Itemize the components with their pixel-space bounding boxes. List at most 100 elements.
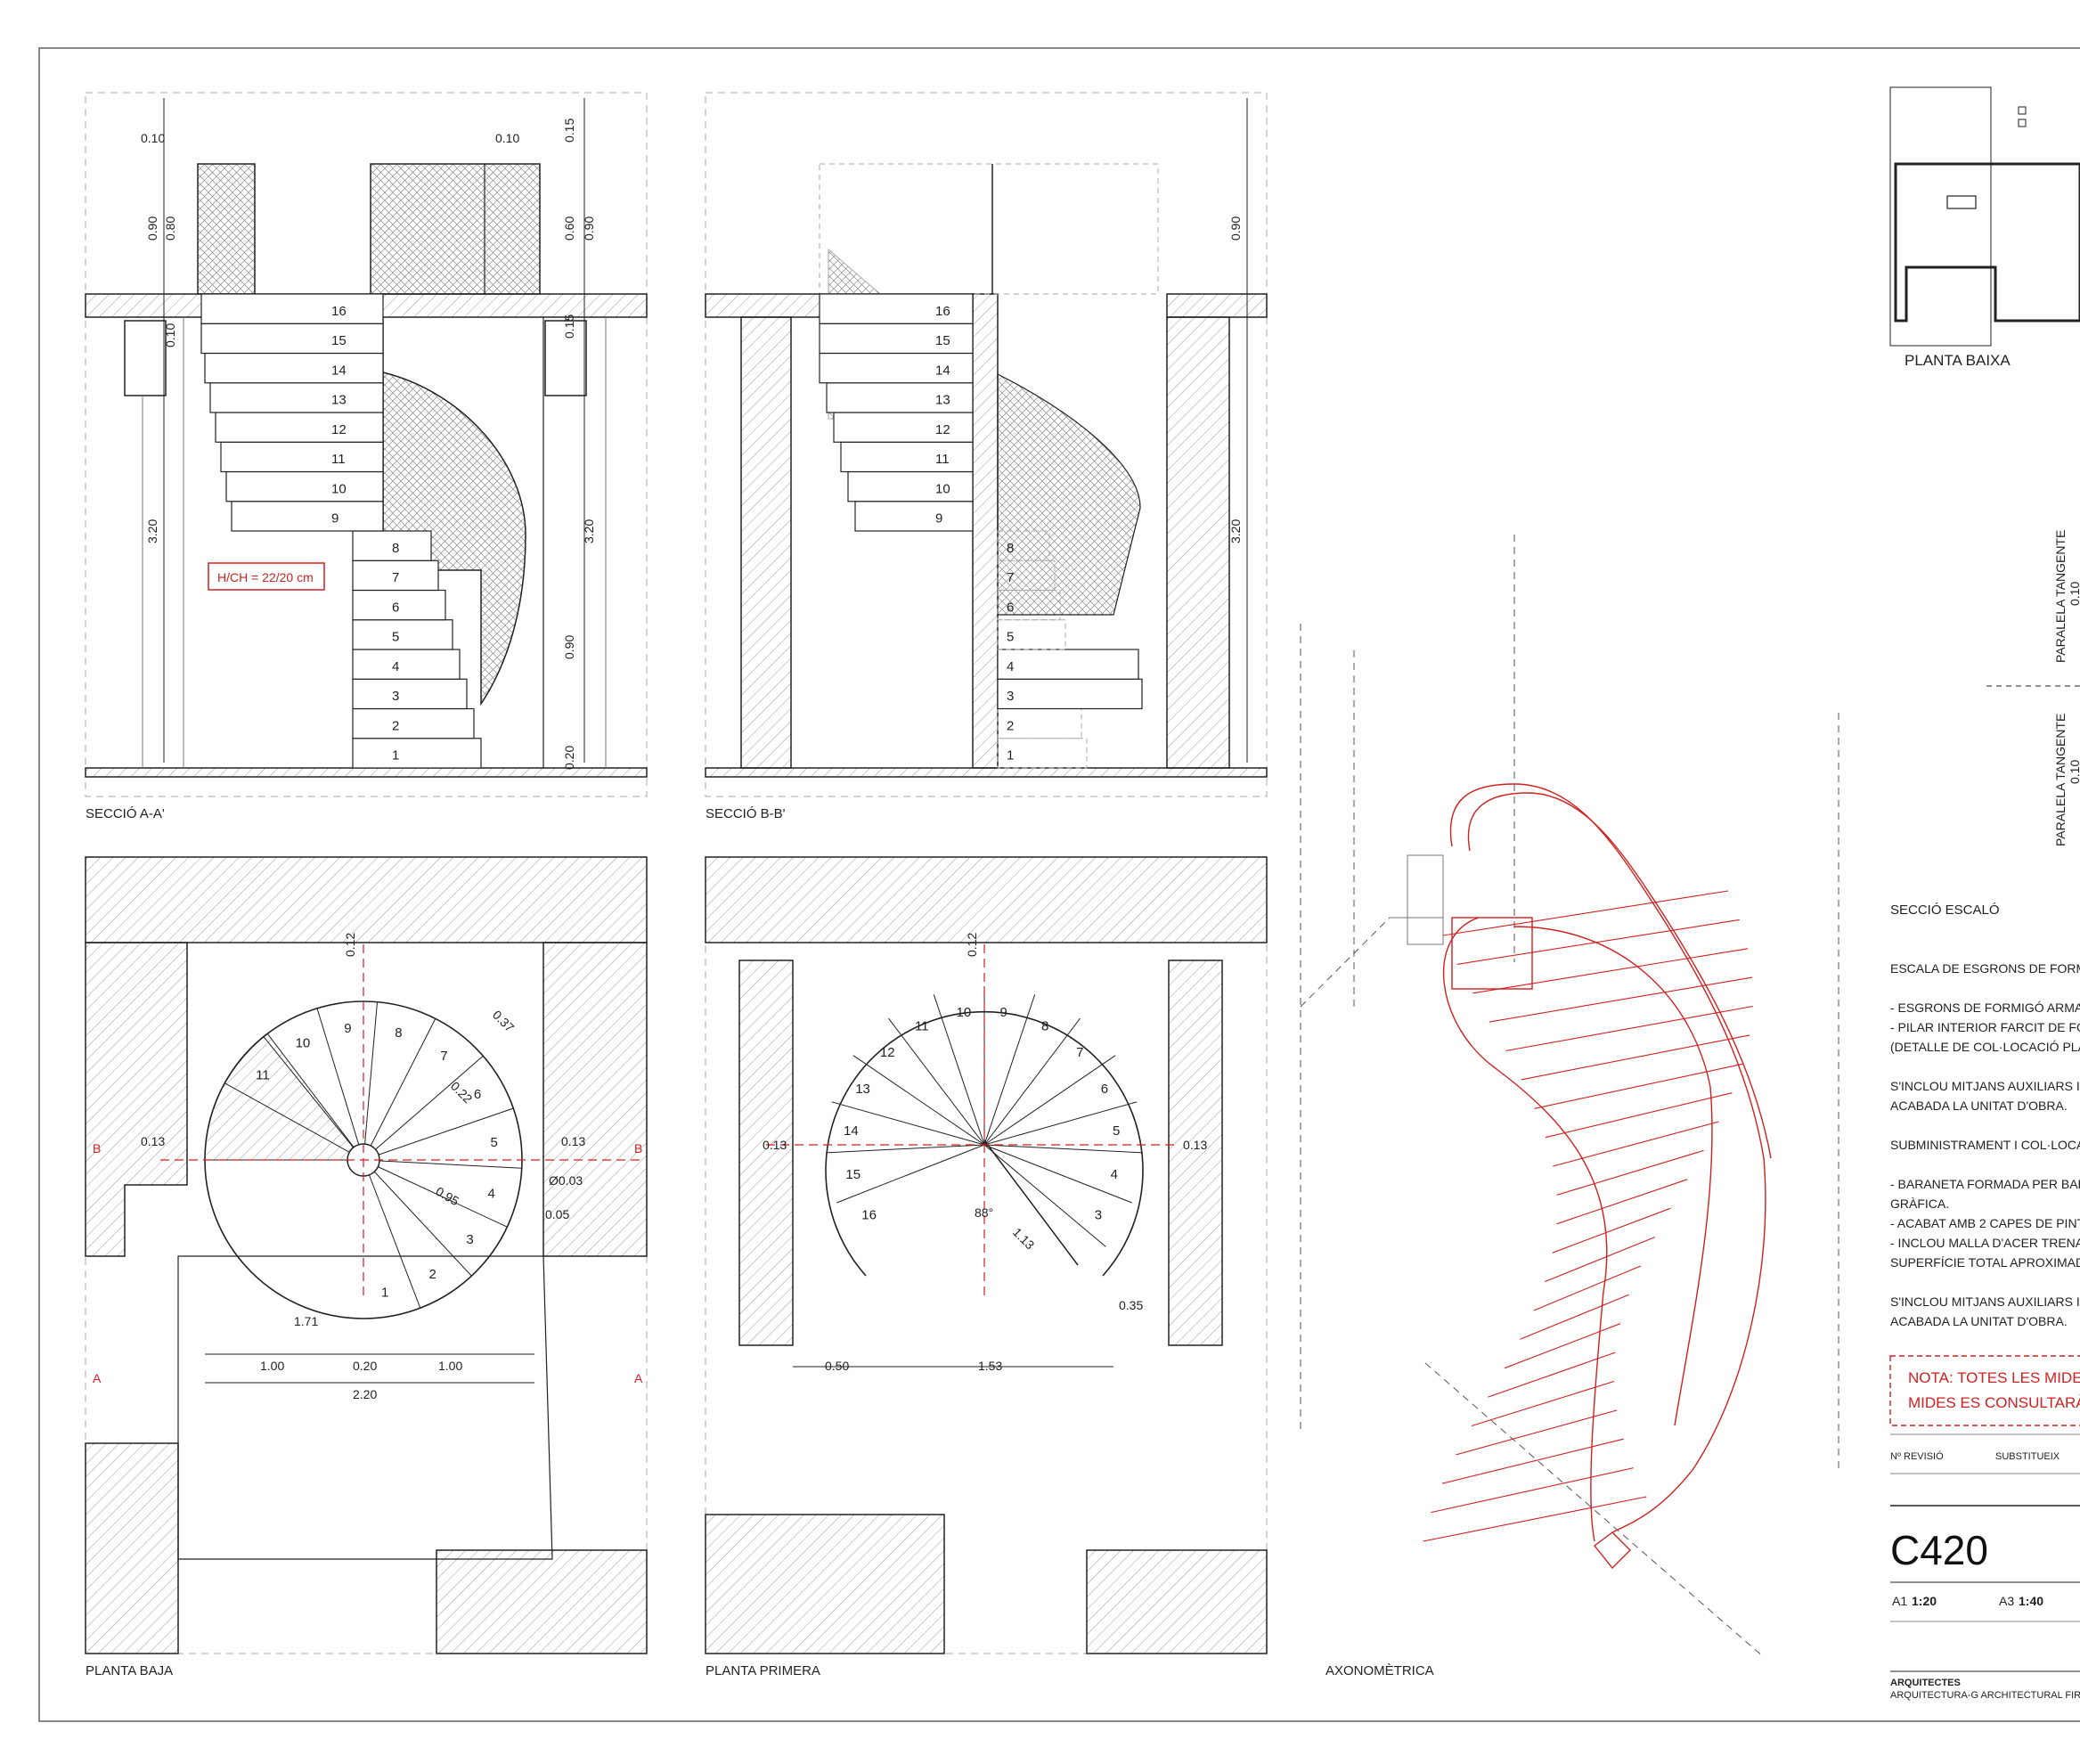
pf-step-line-7 [983,1055,1116,1146]
bb-step-number-4: 4 [1007,659,1014,674]
aa-step-14 [204,352,384,384]
plan-first-view: 0.12 0.13 0.13 88° 1.13 0.35 0.50 1.53 3… [705,856,1268,1678]
note-line-1: NOTA: TOTES LES MIDES SER [1908,1369,2080,1386]
pf-step-number-10: 10 [957,1005,972,1020]
axon-tread [1504,1323,1621,1369]
axon-tread [1553,1121,1719,1167]
pg-step-number-10: 10 [296,1036,311,1051]
pf-step-line-12 [888,1017,985,1146]
key-plan-title: PLANTA BAIXA [1905,352,2011,369]
plan-first-dimensions: 0.12 0.13 0.13 88° 1.13 0.35 0.50 1.53 [763,933,1207,1373]
dim-rail-080: 0.80 [163,216,177,241]
spec-line: ACABADA LA UNITAT D'OBRA. [1890,1098,2068,1113]
bb-step-number-9: 9 [935,511,942,527]
pf-step-number-14: 14 [844,1123,859,1139]
plan-ground-view: 0.12 0.13 0.13 0.37 0.22 0.95 Ø0.03 0.05… [85,856,648,1678]
dim-right-320: 3.20 [582,519,596,543]
axon-tread [1533,1265,1642,1311]
pg-step-line-8 [363,1001,378,1161]
aa-step-number-7: 7 [392,570,399,585]
bb-step-number-12: 12 [935,422,950,437]
bb-step-14 [819,352,974,384]
bb-step-4 [997,649,1139,680]
pf-step-line-5 [983,1144,1143,1154]
title-panel: PLANTA BAIXA PARALELA TANGENTE 0.10 PARA… [1889,86,2080,1701]
axonometric-title: AXONOMÈTRICA [1325,1663,1434,1678]
aa-step-number-2: 2 [392,718,399,733]
aa-step-number-16: 16 [331,304,347,319]
axonometric-steps [1423,890,1753,1542]
bb-step-number-3: 3 [1007,689,1014,704]
bb-step-10 [847,470,974,502]
aa-step-16 [200,293,384,324]
pg-step-line-10 [263,1036,364,1161]
dim-right-020: 0.20 [562,746,576,770]
pg-step-number-5: 5 [491,1135,498,1150]
pf-step-number-12: 12 [880,1045,895,1060]
spec-line: - ACABAT AMB 2 CAPES DE PINTUR [1890,1216,2080,1230]
pg-dim-020: 0.20 [353,1359,377,1373]
spec-line: - ESGRONS DE FORMIGÓ ARMAT D [1890,1000,2080,1015]
pg-step-number-7: 7 [440,1049,447,1064]
axon-tread [1556,1179,1688,1225]
bb-step-12 [833,412,974,443]
bb-dim-right-320: 3.20 [1228,519,1243,543]
dim-top-right: 0.10 [495,131,519,145]
spec-line: (DETALLE DE COL·LOCACIÓ PLANO [1890,1040,2080,1054]
pf-step-number-15: 15 [845,1167,861,1182]
aa-step-number-12: 12 [331,422,347,437]
scale-a3-label: A3 [1999,1594,2014,1608]
note-line-2: MIDES ES CONSULTARÀ A LA [1908,1394,2080,1411]
spec-line: SUPERFÍCIE TOTAL APROXIMADA 5 [1890,1255,2080,1270]
plan-ground-step-lines [224,1001,522,1309]
bb-step-16 [819,293,974,324]
bb-step-number-7: 7 [1007,570,1014,585]
aa-step-13 [209,382,384,413]
pg-mark-b2: B [634,1141,642,1156]
pg-step-line-6 [363,1055,484,1161]
bb-step-2 [997,708,1082,739]
axon-tread [1441,1438,1624,1484]
plan-first-title: PLANTA PRIMERA [706,1663,820,1678]
tangent-dim-1: 0.10 [2068,582,2080,606]
aa-step-2 [352,707,475,739]
pf-dim-153: 1.53 [978,1359,1002,1373]
pf-step-number-4: 4 [1111,1167,1118,1182]
bb-step-8 [997,530,1050,561]
pf-step-line-4 [983,1144,1132,1204]
axon-tread [1488,1352,1616,1398]
bb-step-number-6: 6 [1007,600,1014,615]
pg-dim-220: 2.20 [353,1387,377,1401]
pg-step-number-2: 2 [429,1267,436,1282]
pf-dim-top: 0.12 [965,933,979,957]
dim-top-left: 0.10 [141,131,165,145]
pg-dim-037: 0.37 [490,1008,518,1035]
scale-a3: 1:40 [2019,1594,2043,1608]
bb-step-number-10: 10 [935,481,950,496]
pf-step-line-15 [826,1144,985,1154]
dim-top-right2: 0.15 [562,118,576,143]
architects-label: ARQUITECTES [1890,1678,1961,1688]
axon-tread [1456,919,1740,965]
bb-step-3 [997,678,1143,710]
dim-height-320: 3.20 [145,519,159,543]
pf-step-line-16 [836,1144,985,1204]
spec-line: - BARANETA FORMADA PER BARRO [1890,1177,2080,1191]
pf-dim-035: 0.35 [1119,1298,1143,1312]
pg-dim-005: 0.05 [545,1207,569,1221]
bb-step-number-5: 5 [1007,630,1014,645]
section-aa-dimensions: 0.10 0.10 0.15 0.90 0.80 0.10 3.20 0.60 … [141,118,596,770]
pf-step-number-8: 8 [1041,1019,1048,1034]
pg-step-number-4: 4 [488,1186,495,1201]
spec-line: GRÀFICA. [1890,1196,1949,1211]
pg-dim-003: Ø0.03 [549,1173,583,1188]
dim-right-090: 0.90 [582,216,596,241]
pf-step-line-6 [983,1101,1138,1146]
pf-step-number-7: 7 [1076,1045,1083,1060]
axonometric-view: AXONOMÈTRICA [1300,535,1839,1678]
pg-mark-a2: A [634,1371,643,1385]
bb-dim-right-090: 0.90 [1228,216,1243,241]
pf-dim-left-013: 0.13 [763,1138,787,1152]
